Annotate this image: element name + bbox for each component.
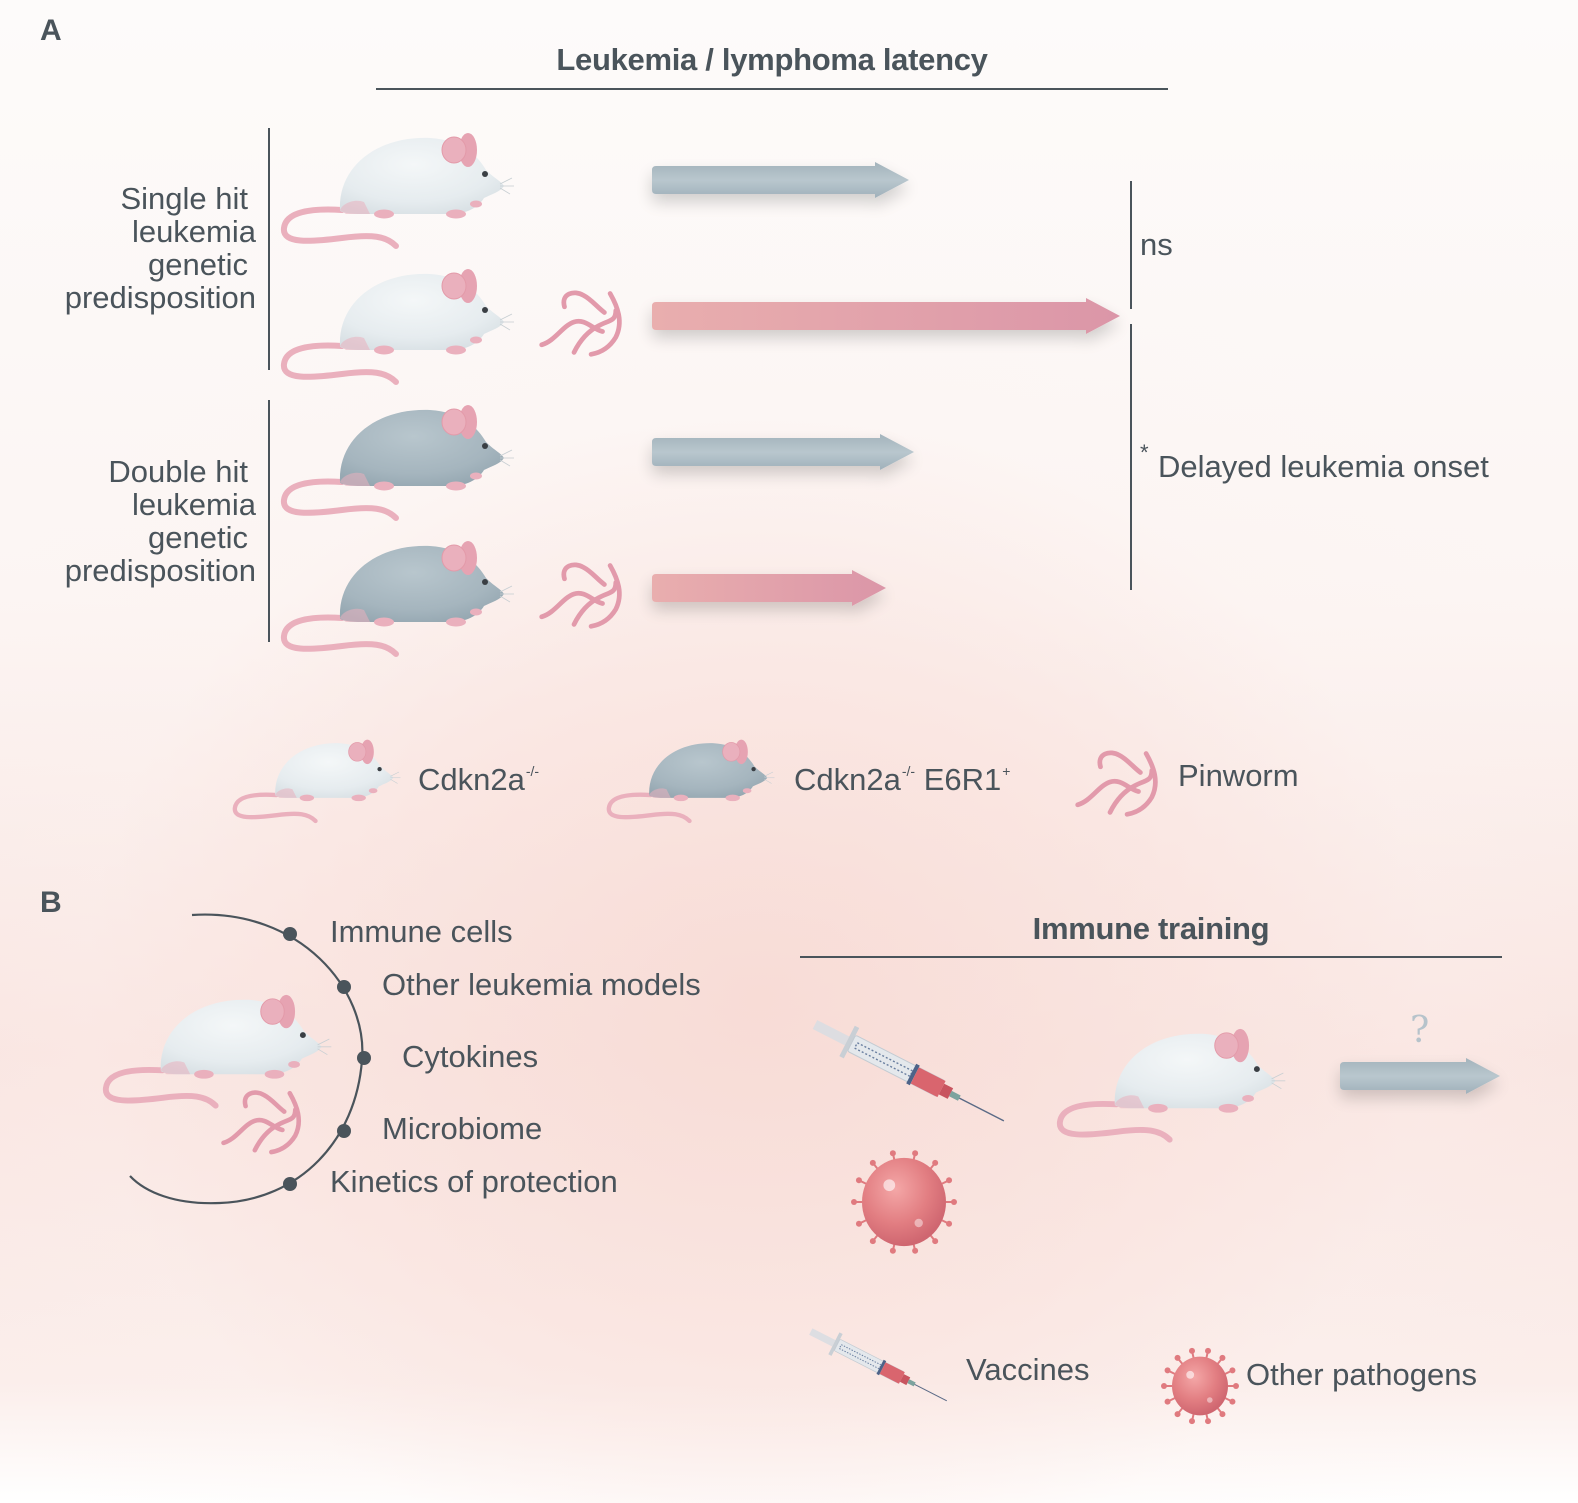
legend-label-other-pathogens: Other pathogens: [1246, 1357, 1477, 1392]
significance-star: *: [1140, 440, 1149, 465]
mouse-gray-icon: [281, 405, 514, 521]
factor-dot: [337, 980, 351, 994]
legend-label-pinworm: Pinworm: [1178, 758, 1299, 793]
mouse-gray-icon: [606, 739, 775, 824]
arrow-gray: [1340, 1058, 1500, 1094]
factor-dot: [283, 927, 297, 941]
arrow-pink: [652, 570, 886, 606]
mouse-white-icon: [102, 994, 332, 1109]
group-label-double-hit: Double hit leukemia genetic predispositi…: [64, 454, 256, 588]
factor-cytokines: Cytokines: [402, 1039, 539, 1074]
factor-dot: [283, 1177, 297, 1191]
factor-microbiome: Microbiome: [382, 1111, 543, 1146]
group-bracket-double: [268, 400, 270, 642]
panel-b-heading: Immune training: [1032, 911, 1270, 946]
legend-label-cdkn2a: Cdkn2a-/-: [418, 762, 540, 797]
legend-mouse-gray: [606, 736, 775, 827]
pathogen-icon: [850, 1148, 958, 1261]
ns-bracket: [1130, 181, 1132, 309]
legend-label-cdkn2a-e6r1: Cdkn2a-/- E6R1+: [794, 762, 1011, 797]
question-mark: ?: [1410, 1010, 1430, 1051]
pathogen-icon: [1160, 1346, 1240, 1431]
factor-immune-cells: Immune cells: [330, 914, 513, 949]
ns-label: ns: [1140, 227, 1173, 262]
mouse-white-icon: [281, 133, 514, 249]
factor-dot: [337, 1124, 351, 1138]
pinworm-icon: [218, 1084, 310, 1163]
mouse-white-icon: [232, 739, 401, 824]
mouse-icon: [1056, 1024, 1286, 1147]
arrow-gray: [652, 162, 909, 198]
pinworm-icon: [1072, 744, 1167, 825]
mouse-icon: [280, 536, 514, 661]
group-bracket-single: [268, 128, 270, 370]
mouse-gray-icon: [281, 541, 514, 657]
mouse-white-icon: [1056, 1028, 1286, 1143]
syringe-icon: [800, 1020, 1010, 1143]
arrow-pink: [652, 298, 1120, 334]
mouse-icon: [280, 264, 514, 389]
latency-arrow: [652, 432, 924, 501]
outcome-arrow: [1340, 1056, 1510, 1125]
virus-icon: [851, 1150, 957, 1254]
arrow-gray: [652, 434, 914, 470]
heading-underline: [376, 88, 1168, 90]
syringe-icon: [800, 1328, 951, 1418]
pinworm-icon: [536, 284, 631, 365]
factor-kinetics-of-protection: Kinetics of protection: [330, 1164, 618, 1199]
mouse-icon: [280, 128, 514, 253]
factors-arc: [129, 913, 371, 1205]
latency-arrow: [652, 296, 1130, 365]
delayed-bracket: [1130, 324, 1132, 590]
legend-label-vaccines: Vaccines: [966, 1352, 1090, 1387]
panel-a-label: A: [40, 14, 62, 47]
virus-icon: [1161, 1347, 1239, 1425]
latency-arrow: [652, 568, 896, 637]
group-label-single-hit: Single hit leukemia genetic predispositi…: [64, 181, 256, 315]
mouse-icon: [280, 400, 514, 525]
heading-underline: [800, 956, 1502, 958]
factor-dot: [357, 1051, 371, 1065]
legend-mouse-white: [232, 736, 401, 827]
mouse-icon: [102, 990, 332, 1113]
panel-a-heading: Leukemia / lymphoma latency: [556, 42, 988, 77]
mouse-white-icon: [281, 269, 514, 385]
pinworm-icon: [536, 556, 631, 637]
factor-other-leukemia-models: Other leukemia models: [382, 967, 701, 1002]
latency-arrow: [652, 160, 919, 229]
delayed-onset-label: Delayed leukemia onset: [1158, 449, 1489, 484]
panel-b-label: B: [40, 886, 62, 919]
